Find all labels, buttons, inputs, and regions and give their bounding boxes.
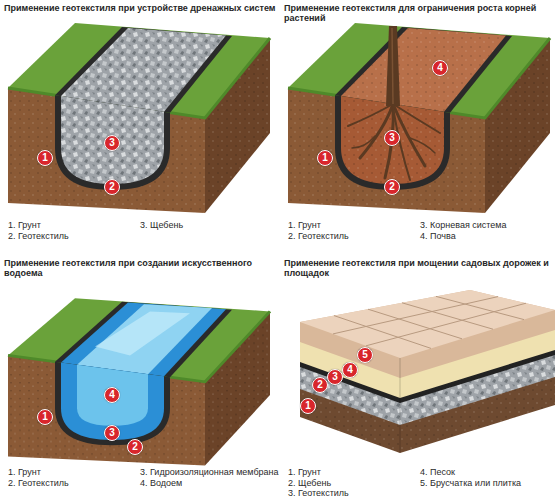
callout-number: 3 bbox=[389, 131, 395, 145]
drainage-section bbox=[8, 23, 270, 213]
soil-texture bbox=[341, 96, 444, 184]
callout-circle: 3 bbox=[384, 130, 400, 146]
callout-number: 1 bbox=[322, 151, 328, 165]
root bbox=[393, 104, 440, 133]
panel-title: Применение геотекстиля при устройстве др… bbox=[4, 3, 276, 13]
callout-number: 2 bbox=[109, 180, 115, 194]
legend-item: 2. Геотекстиль bbox=[8, 478, 69, 489]
callout-circle: 1 bbox=[37, 409, 53, 425]
water-body bbox=[77, 365, 148, 426]
callout-number: 2 bbox=[132, 440, 138, 454]
geotextile-lining bbox=[335, 95, 450, 190]
callout-circle: 2 bbox=[312, 377, 328, 393]
root bbox=[352, 136, 375, 148]
trunk-highlight bbox=[392, 28, 393, 104]
callout-circle: 5 bbox=[357, 347, 373, 363]
root-barrier-section bbox=[288, 23, 550, 213]
paver-layer bbox=[300, 290, 555, 378]
callout-number: 3 bbox=[332, 370, 338, 384]
callout-circle: 1 bbox=[37, 150, 53, 166]
callout-circle: 2 bbox=[127, 439, 143, 455]
callout-number: 4 bbox=[347, 363, 353, 377]
callout-circle: 4 bbox=[432, 60, 448, 76]
callout-number: 1 bbox=[305, 399, 311, 413]
joint-line bbox=[333, 297, 498, 334]
fertile-soil-top bbox=[341, 28, 506, 112]
callout-circle: 2 bbox=[104, 179, 120, 195]
callout-number: 1 bbox=[42, 151, 48, 165]
callout-number: 2 bbox=[389, 180, 395, 194]
legend-item: 1. Грунт bbox=[8, 467, 41, 478]
legend-item: 5. Брусчатка или плитка bbox=[420, 478, 521, 489]
callout-circle: 1 bbox=[300, 398, 316, 414]
legend-item: 3. Корневая система bbox=[420, 220, 507, 231]
geotextile-lining bbox=[55, 95, 170, 190]
membrane-lining bbox=[61, 363, 164, 440]
panel-title: Применение геотекстиля при создании иску… bbox=[4, 258, 276, 278]
root bbox=[410, 138, 435, 153]
grass-top bbox=[8, 298, 270, 382]
callout-circle: 3 bbox=[104, 135, 120, 151]
callout-number: 5 bbox=[362, 348, 368, 362]
root-system bbox=[348, 104, 440, 180]
legend-item: 2. Щебень bbox=[288, 478, 331, 489]
panel-title: Применение геотекстиля при мощении садов… bbox=[284, 258, 556, 278]
legend-item: 3. Щебень bbox=[140, 220, 183, 231]
legend-item: 1. Грунт bbox=[8, 220, 41, 231]
paver-joints bbox=[333, 296, 526, 348]
paving-section bbox=[300, 290, 555, 453]
geotextile-lining bbox=[55, 362, 170, 445]
callout-circle: 4 bbox=[104, 387, 120, 403]
legend-item: 1. Грунт bbox=[288, 467, 321, 478]
panel-title: Применение геотекстиля для ограничения р… bbox=[284, 3, 556, 23]
water-surface bbox=[77, 304, 212, 374]
callout-number: 4 bbox=[109, 388, 115, 402]
gravel-top bbox=[61, 28, 226, 112]
callout-circle: 3 bbox=[327, 369, 343, 385]
fertile-soil bbox=[341, 96, 444, 184]
gravel-fill bbox=[61, 96, 164, 184]
callout-circle: 4 bbox=[342, 362, 358, 378]
callout-number: 3 bbox=[109, 136, 115, 150]
legend-item: 3. Гидроизоляционная мембрана bbox=[140, 467, 279, 478]
callout-number: 2 bbox=[317, 378, 323, 392]
legend-item: 4. Почва bbox=[420, 231, 456, 242]
corner-edge bbox=[400, 358, 401, 453]
legend-item: 2. Геотекстиль bbox=[8, 231, 69, 242]
membrane-top bbox=[61, 303, 226, 377]
callout-circle: 1 bbox=[317, 150, 333, 166]
legend-item: 4. Песок bbox=[420, 467, 455, 478]
callout-circle: 3 bbox=[104, 425, 120, 441]
water-highlight bbox=[95, 311, 190, 355]
callout-number: 4 bbox=[437, 61, 443, 75]
callout-number: 1 bbox=[42, 410, 48, 424]
legend-item: 4. Водоем bbox=[140, 478, 182, 489]
tree-trunk bbox=[386, 26, 400, 106]
grass-top bbox=[8, 23, 270, 118]
joint-line bbox=[366, 303, 526, 346]
callout-circle: 2 bbox=[384, 179, 400, 195]
paver-top bbox=[300, 290, 555, 358]
legend-item: 2. Геотекстиль bbox=[288, 231, 349, 242]
legend-item: 1. Грунт bbox=[288, 220, 321, 231]
root bbox=[348, 104, 393, 126]
callout-number: 3 bbox=[109, 426, 115, 440]
soil-texture bbox=[341, 28, 506, 112]
pond-section bbox=[8, 298, 270, 465]
grass-top bbox=[288, 23, 550, 118]
legend-item: 3. Геотекстиль bbox=[288, 488, 349, 499]
